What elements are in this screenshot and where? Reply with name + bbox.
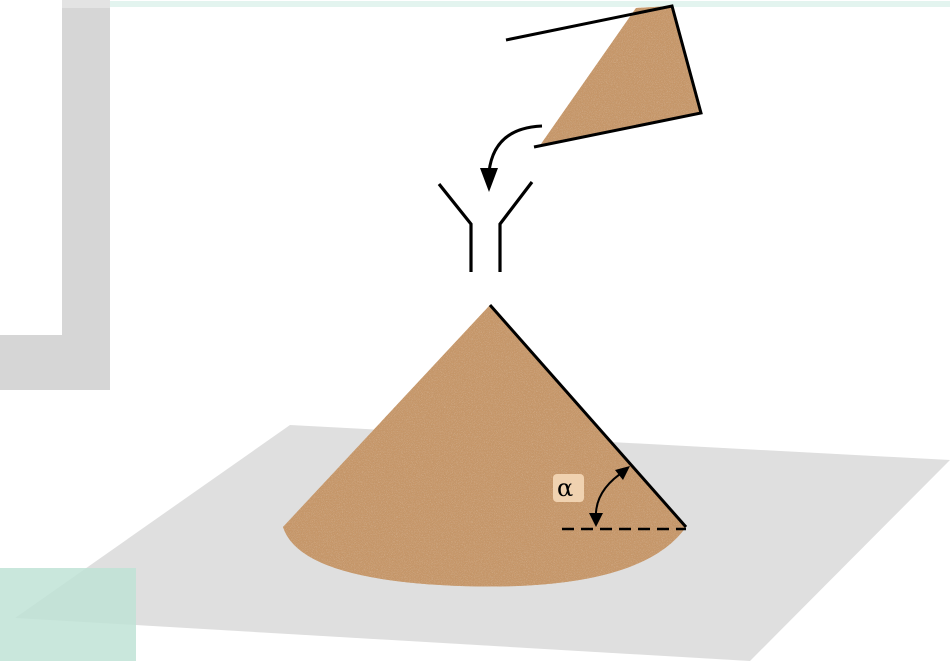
funnel-left-wall	[439, 184, 471, 272]
background-frame-edge	[62, 0, 110, 8]
teal-accent-block	[0, 568, 136, 661]
funnel-right-wall	[500, 182, 532, 272]
angle-label: α	[557, 474, 573, 502]
curved-arrow-head	[480, 168, 498, 192]
curved-arrow	[480, 126, 542, 192]
curved-arrow-path	[489, 126, 542, 172]
background-frame	[0, 0, 110, 390]
funnel	[439, 182, 532, 272]
